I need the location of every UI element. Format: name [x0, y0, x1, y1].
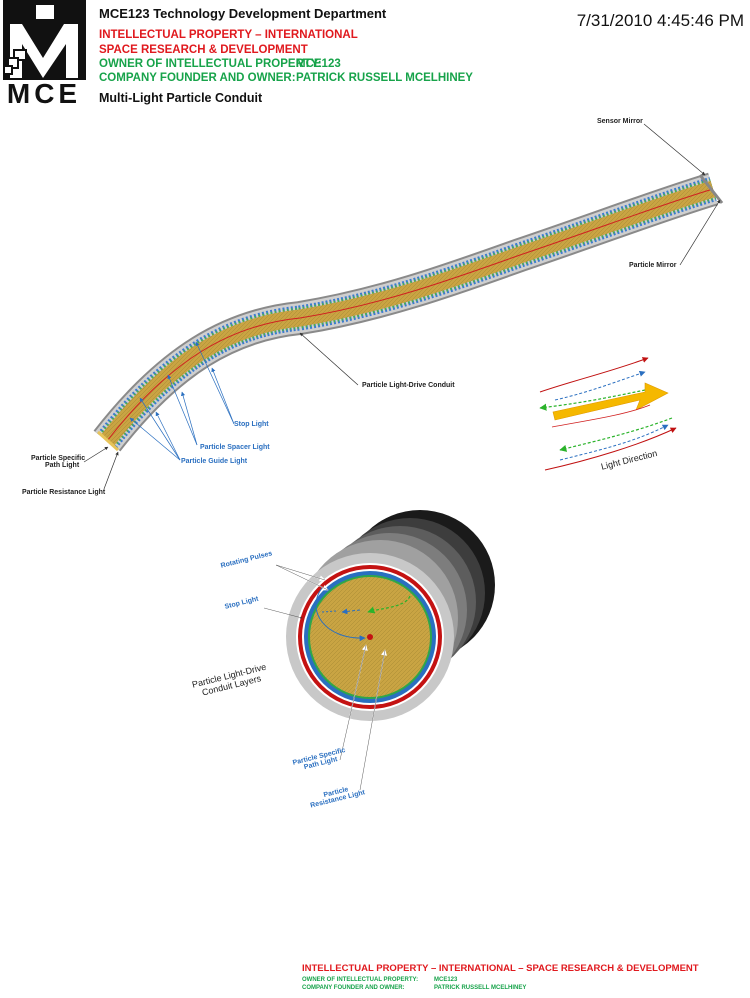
founder-label: COMPANY FOUNDER AND OWNER:	[99, 72, 296, 84]
resistance-light-label: Particle Resistance Light	[22, 489, 106, 496]
light-direction-graphic	[539, 357, 677, 471]
specific-path-light-label: Particle Specific Path Light	[31, 455, 86, 469]
timestamp: 7/31/2010 4:45:46 PM	[576, 11, 744, 30]
founder-value: PATRICK RUSSELL MCELHINEY	[296, 72, 473, 84]
conduit-tube	[93, 172, 724, 452]
cross-section-diagram	[263, 510, 495, 791]
diagram-subtitle: Multi-Light Particle Conduit	[99, 91, 263, 105]
owner-value: MCE123	[296, 58, 341, 70]
footer-founder-value: PATRICK RUSSELL MCELHINEY	[434, 985, 527, 991]
owner-label: OWNER OF INTELLECTUAL PROPERTY:	[99, 58, 322, 70]
page-title: MCE123 Technology Development Department	[99, 6, 387, 21]
ip-line-2: SPACE RESEARCH & DEVELOPMENT	[99, 44, 308, 56]
spacer-light-label: Particle Spacer Light	[200, 444, 270, 451]
footer-owner-value: MCE123	[434, 977, 458, 983]
particle-mirror-label: Particle Mirror	[629, 262, 677, 269]
footer-owner-label: OWNER OF INTELLECTUAL PROPERTY:	[302, 977, 419, 983]
light-drive-conduit-label: Particle Light-Drive Conduit	[362, 382, 455, 389]
logo-text: MCE	[7, 78, 81, 106]
mce-logo: MCE	[3, 0, 86, 106]
footer-founder-label: COMPANY FOUNDER AND OWNER:	[302, 985, 405, 991]
ip-line-1: INTELLECTUAL PROPERTY – INTERNATIONAL	[99, 29, 358, 41]
stop-light-label: Stop Light	[234, 421, 269, 428]
footer-ip-line: INTELLECTUAL PROPERTY – INTERNATIONAL – …	[302, 963, 699, 974]
sensor-mirror-label: Sensor Mirror	[597, 118, 643, 125]
guide-light-label: Particle Guide Light	[181, 458, 248, 465]
